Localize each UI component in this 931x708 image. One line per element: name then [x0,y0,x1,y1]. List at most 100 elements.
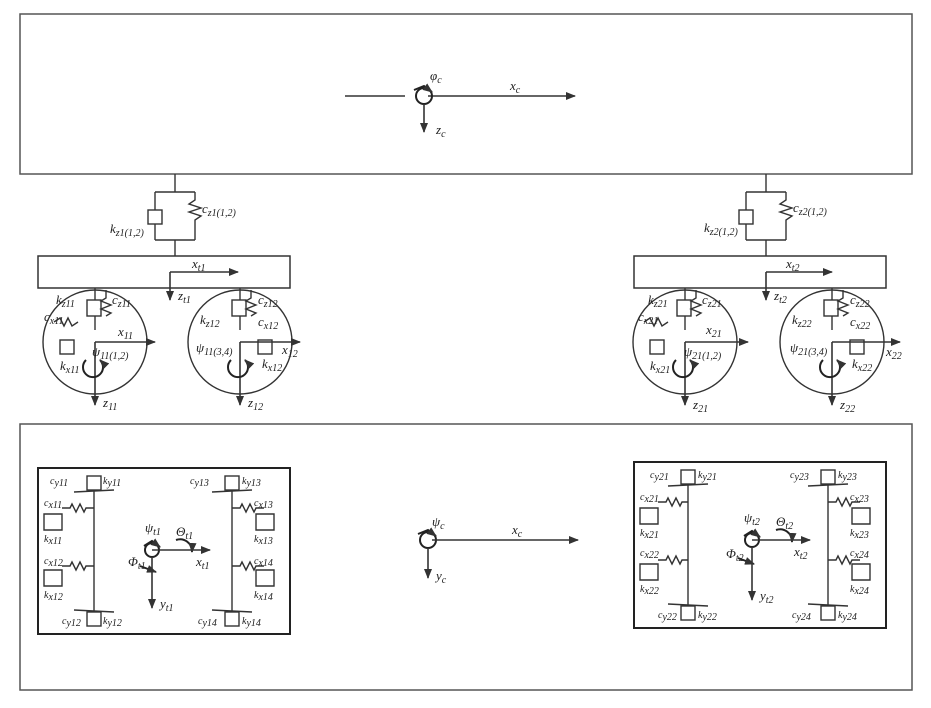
bogie2-wheel1-x-damper [649,339,665,355]
bogie2-wheel1-psi-label: ψ21(1,2) [684,344,722,362]
bogie2-plan-psi-label: ψt2 [744,510,760,528]
carbody-z-label: zc [435,122,446,140]
carbody-plan-psi-label: ψc [432,514,445,532]
bogie1-plan-theta-arrow [175,538,197,553]
bogie2-plan-x-label: xt2 [793,544,808,562]
bogie2-plan-frame [633,461,887,629]
bogie1-plan-y-label: yt1 [158,596,174,614]
bogie2-plan: cy21 ky21 cy23 ky23 cx21 kx21 cx22 kx22 … [633,461,887,629]
bogie2-wheel1-x-label: x21 [705,322,722,340]
bogie2-wheel1-z-damper [676,299,692,317]
bogie1-wheel1-z-damper [86,299,102,317]
bogie2-secondary-damper [738,209,754,225]
bogie1-plan-ky-top-label: ky11 [103,476,121,489]
bogie1-plan-kx-l1-label: kx11 [44,534,62,547]
carbody-plan-coords: ψc xc yc [417,514,579,586]
bogie2-plan-cx-r2-label: cx24 [850,548,869,561]
bogie2-wheel2-psi-label: ψ21(3,4) [790,340,828,358]
bogie1-wheel1-kx-label: kx11 [60,358,79,376]
bogie1-wheel2-z-damper [231,299,247,317]
bogie1-wheel2-cx-label: cx12 [258,314,278,332]
carbody-x-label: xc [509,78,521,96]
bogie2-side: cz2(1,2) kz2(1,2) xt2 zt2 kz21 cz21 cx21… [632,174,902,415]
bogie2-wheel2-x-label: x22 [885,344,902,362]
bogie2-plan-cy-top-r-label: cy23 [790,470,809,483]
bogie2-plan-ky-bot-label: ky22 [698,610,717,623]
carbody-side-box [19,13,913,175]
bogie2-wheel1-kx-label: kx21 [650,358,670,376]
bogie1-wheel1-x-damper [59,339,75,355]
bogie2-plan-phi-arrow [737,557,755,565]
bogie1-plan-cx-r2-label: cx14 [254,556,273,569]
bogie2-wheel2-cx-label: cx22 [850,314,870,332]
bogie2-wheel2-cz-label: cz22 [850,292,870,310]
bogie1-plan-ky-top-r-label: ky13 [242,476,261,489]
bogie2-wheel2-psi-arrow [819,359,847,379]
bogie2-wheel1-cz-label: cz21 [702,292,722,310]
bogie1-wheel1-x-label: x11 [117,324,133,342]
bogie2-plan-kx-l1-label: kx21 [640,528,659,541]
bogie1-plan-kx-r1-label: kx13 [254,534,273,547]
bogie2-wheel2-kz-label: kz22 [792,312,812,330]
bogie2-x-label: xt2 [785,256,800,274]
bogie2-plan-cx-l1-label: cx21 [640,492,659,505]
carbody-side-coords: φc xc zc [345,68,576,140]
bogie1-plan-cx-l1-label: cx11 [44,498,62,511]
bogie1-wheel1-z-label: z11 [102,395,117,413]
bogie1-plan-cx-l2-label: cx12 [44,556,63,569]
carbody-pitch-arrow [413,83,433,93]
bogie2-plan-theta-label: Θt2 [776,514,793,532]
carbody-plan-y-label: yc [434,568,447,586]
bogie1-plan-x-label: xt1 [195,554,210,572]
bogie1-plan-cx-r1-label: cx13 [254,498,273,511]
bogie1-plan-cy-bot-r-label: cy14 [198,616,217,629]
bogie1-wheel1-kz-label: kz11 [56,292,75,310]
bogie1-z-label: zt1 [177,288,191,306]
bogie1-wheel2-cz-label: cz12 [258,292,278,310]
bogie1-plan-ky-bot-label: ky12 [103,616,122,629]
bogie1-side: cz1(1,2) kz1(1,2) xt1 zt1 kz11 cz11 cx11… [37,174,301,413]
bogie2-plan-ky-top-label: ky21 [698,470,717,483]
bogie1-plan-cy-bot-label: cy12 [62,616,81,629]
bogie2-wheel2-x-damper [849,339,865,355]
bogie2-plan-ky-top-r-label: ky23 [838,470,857,483]
bogie1-plan-psi-label: ψt1 [145,520,161,538]
bogie2-secondary-spring [777,192,795,240]
bogie1-wheel2-x-damper [257,339,273,355]
bogie2-plan-cy-bot-label: cy22 [658,610,677,623]
bogie2-plan-cx-l2-label: cx22 [640,548,659,561]
bogie2-plan-kx-r2-label: kx24 [850,584,869,597]
bogie2-plan-phi-label: Φt2 [726,546,744,564]
bogie2-plan-theta-arrow [775,528,797,543]
bogie2-wheel2-z-damper [823,299,839,317]
bogie1-x-label: xt1 [191,256,206,274]
bogie1-plan-kx-r2-label: kx14 [254,590,273,603]
bogie2-secondary-c-label: cz2(1,2) [793,200,828,218]
carbody-phi-label: φc [430,68,442,86]
bogie2-plan-cx-r1-label: cx23 [850,492,869,505]
bogie1-wheel1-cx-label: cx11 [44,309,63,327]
bogie1-wheel2-psi-label: ψ11(3,4) [196,340,233,358]
bogie1-plan-cy-top-label: cy11 [50,476,68,489]
bogie1-wheel2-x-label: x12 [281,342,298,360]
bogie2-plan-y-label: yt2 [758,588,774,606]
bogie2-wheel2-z-label: z22 [839,397,855,415]
bogie1-secondary-c-label: cz1(1,2) [202,201,237,219]
bogie1-wheel1-cz-label: cz11 [112,292,131,310]
bogie2-plan-kx-r1-label: kx23 [850,528,869,541]
bogie2-wheel1-kz-label: kz21 [648,292,668,310]
bogie2-wheel1-z-label: z21 [692,397,708,415]
bogie1-secondary-k-label: kz1(1,2) [110,221,145,239]
bogie1-wheel2-z-label: z12 [247,395,263,413]
bogie1-secondary-damper [147,209,163,225]
carbody-plan-x-label: xc [511,522,523,540]
bogie2-plan-cy-bot-r-label: cy24 [792,610,811,623]
bogie1-plan-ky-bot-r-label: ky14 [242,616,261,629]
bogie1-plan-phi-label: Φt1 [128,554,146,572]
bogie1-plan-theta-label: Θt1 [176,524,193,542]
bogie1-wheel2-psi-arrow [227,359,255,379]
bogie2-secondary-k-label: kz2(1,2) [704,220,739,238]
bogie1-secondary-spring [186,192,204,240]
bogie2-frame [633,255,887,289]
